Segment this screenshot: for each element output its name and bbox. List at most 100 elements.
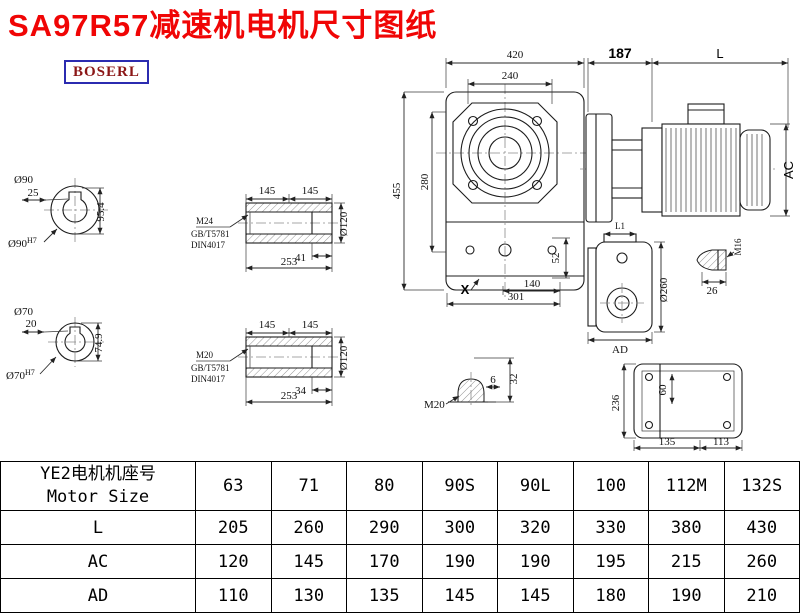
cell-AD-63: 110 [195, 578, 272, 613]
col-header-100: 100 [572, 461, 649, 511]
m16-stud [696, 249, 727, 271]
dim-d70: Ø70 [14, 306, 33, 318]
cell-AD-112m: 190 [648, 578, 725, 613]
cell-AD-71: 130 [270, 578, 347, 613]
table-row-AC: AC 120 145 170 190 190 195 215 260 [0, 544, 800, 579]
dim-280: 280 [419, 173, 431, 190]
cell-AD-90l: 145 [497, 578, 574, 613]
dim-113: 113 [713, 436, 730, 448]
cell-L-100: 330 [572, 510, 649, 545]
col-header-90s: 90S [421, 461, 498, 511]
dim-d70h7: Ø70H7 [6, 368, 35, 382]
cell-L-71: 260 [270, 510, 347, 545]
dim-253-bot: 253 [281, 390, 298, 402]
shaft-dimensions [22, 187, 104, 375]
motor-dimensions [587, 58, 790, 217]
dim-455: 455 [391, 182, 403, 199]
dim-AC: AC [781, 161, 796, 179]
hollow-shaft-bottom-drawing [238, 336, 342, 378]
cell-AC-132s: 260 [723, 544, 800, 579]
dim-d90h7: Ø90H7 [8, 236, 37, 250]
col-header-80: 80 [346, 461, 423, 511]
row-label-L: L [0, 510, 196, 545]
cell-L-132s: 430 [723, 510, 800, 545]
dim-95-4: 95.4 [95, 202, 107, 222]
cell-L-80: 290 [346, 510, 423, 545]
label-din4017-top: DIN4017 [191, 240, 225, 250]
dim-140: 140 [524, 278, 541, 290]
dim-L: L [716, 46, 723, 61]
col-header-71: 71 [270, 461, 347, 511]
plug-detail-drawing [448, 372, 496, 408]
cell-AC-100: 195 [572, 544, 649, 579]
cell-AC-112m: 215 [648, 544, 725, 579]
label-m24: M24 [196, 216, 214, 226]
cell-L-63: 205 [195, 510, 272, 545]
col-header-90l: 90L [497, 461, 574, 511]
table-row-AD: AD 110 130 135 145 145 180 190 210 [0, 578, 800, 613]
hollow-shaft-top-drawing [238, 202, 342, 244]
dim-AD: AD [612, 344, 628, 356]
table-row-L: L 205 260 290 300 320 330 380 430 [0, 510, 800, 545]
side-view-dimensions [587, 231, 735, 344]
cell-L-112m: 380 [648, 510, 725, 545]
dim-41: 41 [295, 252, 306, 264]
dim-135: 135 [659, 436, 676, 448]
label-gb5781-top: GB/T5781 [191, 229, 230, 239]
cell-AD-132s: 210 [723, 578, 800, 613]
dim-145b-top: 145 [302, 185, 319, 197]
dim-301: 301 [508, 291, 525, 303]
dim-187: 187 [608, 45, 632, 61]
dim-34: 34 [295, 385, 307, 397]
side-view-drawing [587, 233, 727, 333]
back-view-dimensions [621, 363, 743, 451]
dim-145b-bot: 145 [302, 319, 319, 331]
plug-dimensions [445, 357, 514, 405]
header-motor-size: YE2电机机座号 Motor Size [0, 461, 196, 511]
dim-236: 236 [610, 394, 622, 411]
dim-6: 6 [490, 374, 496, 386]
cell-AD-90s: 145 [421, 578, 498, 613]
dim-145a-top: 145 [259, 185, 276, 197]
col-header-63: 63 [195, 461, 272, 511]
motor-view-drawing [580, 103, 778, 223]
page-title: SA97R57减速机电机尺寸图纸 [8, 8, 438, 43]
row-label-AD: AD [0, 578, 196, 613]
cell-AC-90s: 190 [421, 544, 498, 579]
label-gb5781-bot: GB/T5781 [191, 363, 230, 373]
col-header-112m: 112M [648, 461, 725, 511]
dim-d260: Ø260 [658, 277, 670, 302]
dim-240: 240 [502, 70, 519, 82]
dim-d120-bot: Ø120 [338, 345, 350, 370]
front-view-dimensions [401, 58, 585, 307]
dim-d120-top: Ø120 [338, 211, 350, 236]
motor-size-table: YE2电机机座号 Motor Size 63 71 80 90S 90L 100… [0, 461, 800, 613]
dim-20: 20 [26, 318, 38, 330]
front-view-drawing [436, 84, 594, 300]
header-motor-size-en: Motor Size [46, 487, 150, 507]
cell-L-90s: 300 [421, 510, 498, 545]
boserl-logo: BOSERL [64, 60, 149, 84]
cell-L-90l: 320 [497, 510, 574, 545]
dim-52: 52 [550, 253, 562, 264]
dim-26: 26 [707, 285, 719, 297]
cell-AC-90l: 190 [497, 544, 574, 579]
back-view-drawing [633, 363, 743, 439]
cell-AD-80: 135 [346, 578, 423, 613]
cell-AC-71: 145 [270, 544, 347, 579]
dim-L1: L1 [615, 221, 625, 231]
dim-420: 420 [507, 49, 524, 61]
cell-AD-100: 180 [572, 578, 649, 613]
row-label-AC: AC [0, 544, 196, 579]
header-motor-size-cn: YE2电机机座号 [40, 464, 156, 485]
dim-74-9: 74.9 [93, 333, 105, 353]
label-din4017-bot: DIN4017 [191, 374, 225, 384]
label-m20-plug: M20 [424, 399, 445, 411]
hollow-bottom-dimensions [196, 328, 345, 406]
dim-32: 32 [508, 374, 520, 385]
x-marker: X [461, 282, 470, 297]
dim-253-top: 253 [281, 256, 298, 268]
hollow-top-dimensions [196, 194, 345, 272]
dim-145a-bot: 145 [259, 319, 276, 331]
label-m16: M16 [733, 238, 743, 256]
